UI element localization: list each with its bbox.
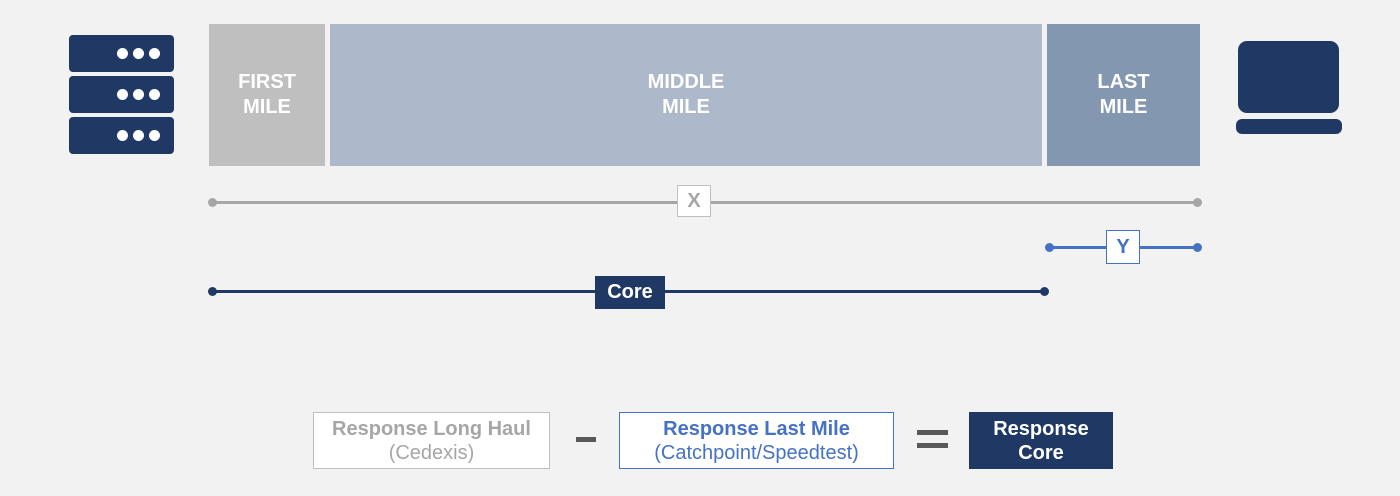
x-measure-label: X: [677, 185, 711, 217]
y-measure-end-dot: [1193, 243, 1202, 252]
equals-bar-bottom: [917, 443, 948, 448]
response-core-line1: Response: [993, 417, 1089, 440]
server-unit-icon: [69, 117, 174, 154]
response-long-haul-box: Response Long Haul (Cedexis): [313, 412, 550, 469]
first-mile-segment: FIRST MILE: [209, 24, 325, 166]
core-measure-end-dot: [1040, 287, 1049, 296]
response-long-haul-title: Response Long Haul: [332, 417, 531, 440]
response-last-mile-source: (Catchpoint/Speedtest): [654, 441, 859, 464]
laptop-base-icon: [1236, 119, 1342, 134]
server-unit-icon: [69, 76, 174, 113]
last-mile-segment: LAST MILE: [1047, 24, 1200, 166]
response-long-haul-source: (Cedexis): [388, 441, 475, 464]
response-core-line2: Core: [1018, 441, 1064, 464]
x-measure-start-dot: [208, 198, 217, 207]
response-last-mile-title: Response Last Mile: [663, 417, 850, 440]
x-measure-end-dot: [1193, 198, 1202, 207]
y-measure-start-dot: [1045, 243, 1054, 252]
laptop-screen-icon: [1238, 41, 1339, 113]
response-core-box: Response Core: [969, 412, 1113, 469]
minus-operator-icon: [576, 437, 596, 442]
middle-mile-segment: MIDDLE MILE: [330, 24, 1042, 166]
y-measure-label: Y: [1106, 230, 1140, 264]
response-last-mile-box: Response Last Mile (Catchpoint/Speedtest…: [619, 412, 894, 469]
core-measure-label: Core: [595, 276, 665, 309]
core-measure-start-dot: [208, 287, 217, 296]
server-unit-icon: [69, 35, 174, 72]
equals-bar-top: [917, 430, 948, 435]
